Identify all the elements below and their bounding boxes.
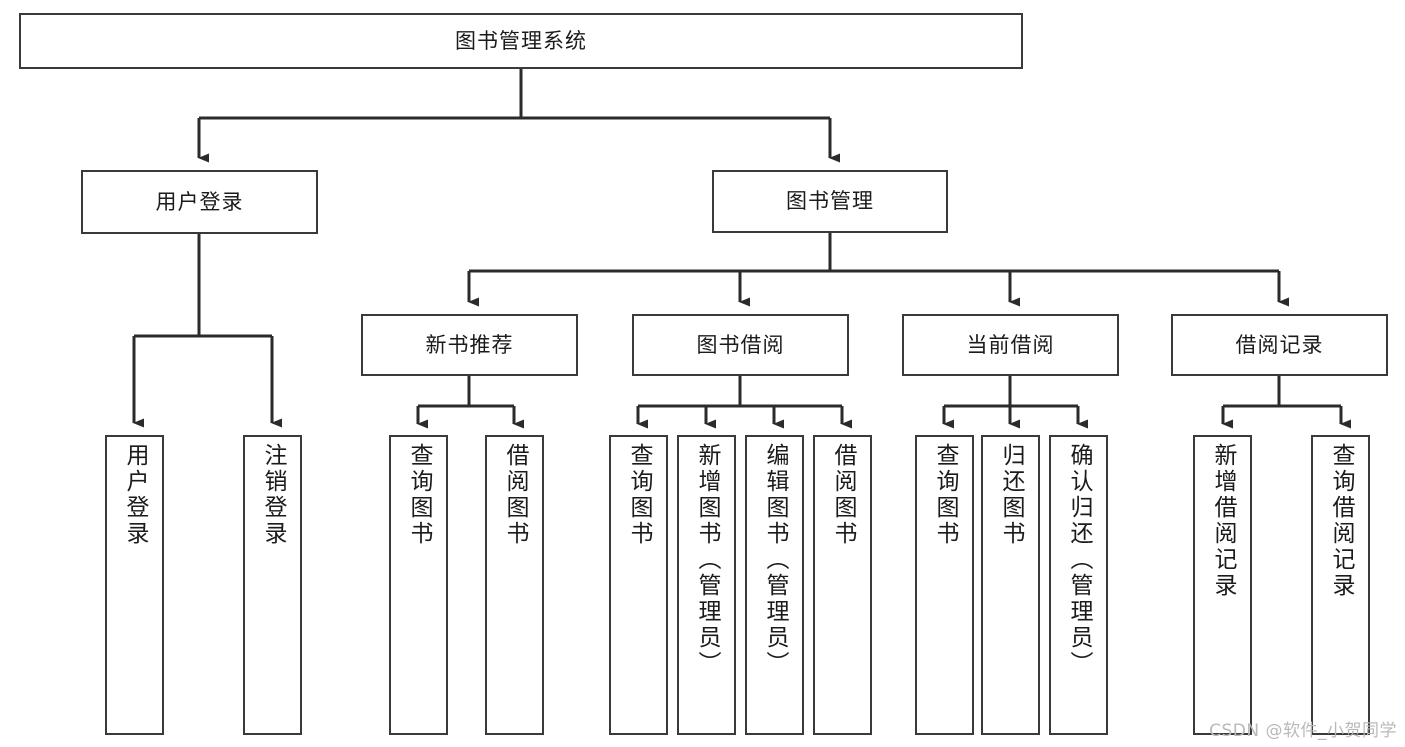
leaf-user-login[interactable]: 用户登录 [105,435,164,735]
leaf-query-book-2[interactable]: 查询图书 [609,435,668,735]
leaf-add-borrow-record-label: 新增借阅记录 [1210,443,1236,599]
node-borrow-record[interactable]: 借阅记录 [1171,314,1388,376]
leaf-borrow-book-1[interactable]: 借阅图书 [485,435,544,735]
node-current-borrow-label: 当前借阅 [966,332,1055,357]
leaf-add-borrow-record[interactable]: 新增借阅记录 [1193,435,1252,735]
leaf-borrow-book-2[interactable]: 借阅图书 [813,435,872,735]
leaf-edit-book-admin[interactable]: 编辑图书（管理员） [745,435,804,735]
leaf-confirm-return-admin-label: 确认归还（管理员） [1066,443,1092,677]
leaf-query-book-1-label: 查询图书 [406,443,432,547]
leaf-user-login-label: 用户登录 [122,443,148,547]
node-book-manage[interactable]: 图书管理 [712,170,948,233]
node-book-borrow[interactable]: 图书借阅 [632,314,849,376]
leaf-add-book-admin[interactable]: 新增图书（管理员） [677,435,736,735]
leaf-borrow-book-1-label: 借阅图书 [502,443,528,547]
leaf-query-borrow-record-label: 查询借阅记录 [1328,443,1354,599]
leaf-confirm-return-admin[interactable]: 确认归还（管理员） [1049,435,1108,735]
node-user-login-label: 用户登录 [155,189,244,214]
leaf-return-book-label: 归还图书 [998,443,1024,547]
leaf-query-book-2-label: 查询图书 [626,443,652,547]
leaf-return-book[interactable]: 归还图书 [981,435,1040,735]
leaf-edit-book-admin-label: 编辑图书（管理员） [762,443,788,677]
leaf-query-book-3[interactable]: 查询图书 [915,435,974,735]
node-new-book-recommend[interactable]: 新书推荐 [361,314,578,376]
leaf-add-book-admin-label: 新增图书（管理员） [694,443,720,677]
node-root[interactable]: 图书管理系统 [19,13,1023,69]
node-book-borrow-label: 图书借阅 [696,332,785,357]
node-user-login[interactable]: 用户登录 [81,170,318,234]
node-root-label: 图书管理系统 [455,28,587,53]
leaf-query-book-3-label: 查询图书 [932,443,958,547]
node-borrow-record-label: 借阅记录 [1235,332,1324,357]
leaf-query-book-1[interactable]: 查询图书 [389,435,448,735]
leaf-query-borrow-record[interactable]: 查询借阅记录 [1311,435,1370,735]
csdn-watermark: CSDN @软件_小贺同学 [1209,721,1397,741]
leaf-borrow-book-2-label: 借阅图书 [830,443,856,547]
node-new-book-recommend-label: 新书推荐 [425,332,514,357]
leaf-logout-login[interactable]: 注销登录 [243,435,302,735]
node-current-borrow[interactable]: 当前借阅 [902,314,1119,376]
node-book-manage-label: 图书管理 [786,189,874,214]
leaf-logout-login-label: 注销登录 [260,443,286,547]
